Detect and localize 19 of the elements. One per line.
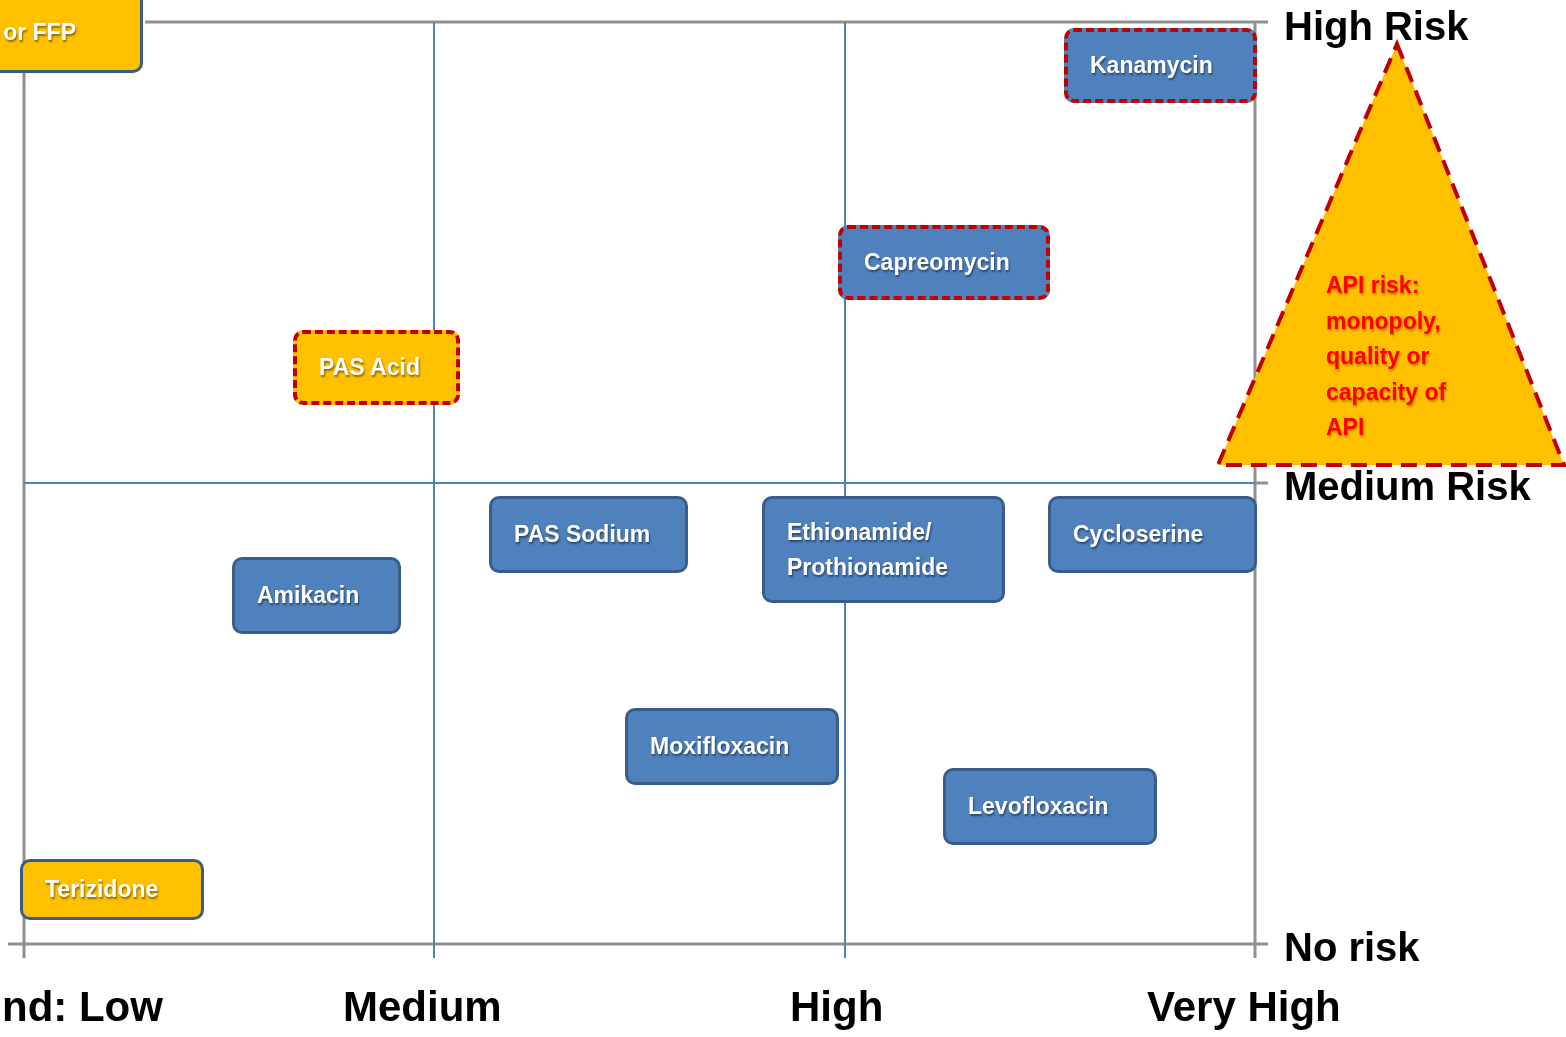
axis-label: nd: Low <box>2 986 163 1028</box>
drug-box: Moxifloxacin <box>625 708 839 785</box>
drug-box: Levofloxacin <box>943 768 1157 845</box>
axis-label: High <box>790 986 884 1028</box>
axis-label: Very High <box>1147 986 1341 1028</box>
axis-label: No risk <box>1284 927 1420 967</box>
drug-box: Amikacin <box>232 557 401 634</box>
drug-box: Cycloserine <box>1048 496 1257 573</box>
drug-box: or FFP <box>0 0 143 73</box>
axis-label: High Risk <box>1284 6 1469 46</box>
drug-box: PAS Acid <box>293 330 460 405</box>
drug-box: Ethionamide/ Prothionamide <box>762 496 1005 603</box>
drug-box: Capreomycin <box>838 225 1050 300</box>
drug-box: Terizidone <box>20 859 204 920</box>
drug-box: PAS Sodium <box>489 496 688 573</box>
risk-note: API risk: monopoly, quality or capacity of API <box>1326 271 1448 442</box>
drug-box: Kanamycin <box>1064 28 1257 103</box>
axis-label: Medium <box>343 986 502 1028</box>
axis-label: Medium Risk <box>1284 466 1531 506</box>
